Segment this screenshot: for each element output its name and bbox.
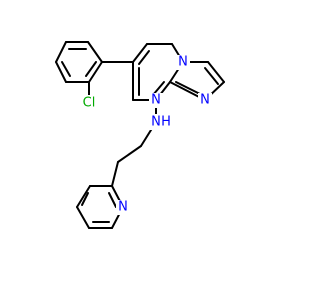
atom-label-chlorine: Cl <box>78 95 100 111</box>
bond <box>207 61 225 83</box>
chlorophenyl-ring <box>55 41 103 83</box>
chlorine-label: Cl <box>83 96 96 111</box>
atom-label-imidazole-nitrogen: N <box>198 93 212 108</box>
double-bond-inner <box>152 81 165 96</box>
amine-n-label: N <box>151 115 161 130</box>
double-bond-inner <box>108 192 117 208</box>
pyridine-n-label: N <box>118 200 128 215</box>
double-bond-inner <box>175 81 201 95</box>
bond <box>87 41 103 63</box>
bond <box>55 41 67 63</box>
atom-label-amine-nitrogen: N H <box>147 114 171 130</box>
imidazole-n-label: N <box>200 93 210 108</box>
bond <box>111 161 119 187</box>
atom-label-bridgehead-nitrogen: N <box>176 55 190 70</box>
bond <box>117 145 142 163</box>
double-bond-inner <box>81 192 89 206</box>
atom-label-pyrazine-nitrogen: N <box>149 93 163 108</box>
bond <box>76 206 90 229</box>
double-bond-inner <box>85 61 97 77</box>
pyrazine-n-label: N <box>151 93 161 108</box>
atom-label-pyridine-nitrogen: N <box>116 200 130 215</box>
double-bond-inner <box>138 50 150 65</box>
bond <box>88 61 103 83</box>
molecule-structure-drawing: Cl N N N N H N <box>55 41 225 229</box>
amine-h-label: H <box>161 115 171 130</box>
double-bond-inner <box>204 67 219 85</box>
bond <box>76 185 91 208</box>
bond <box>55 61 67 83</box>
bond <box>132 43 148 63</box>
double-bond-inner <box>61 61 71 77</box>
bridgehead-n-label: N <box>178 55 188 70</box>
